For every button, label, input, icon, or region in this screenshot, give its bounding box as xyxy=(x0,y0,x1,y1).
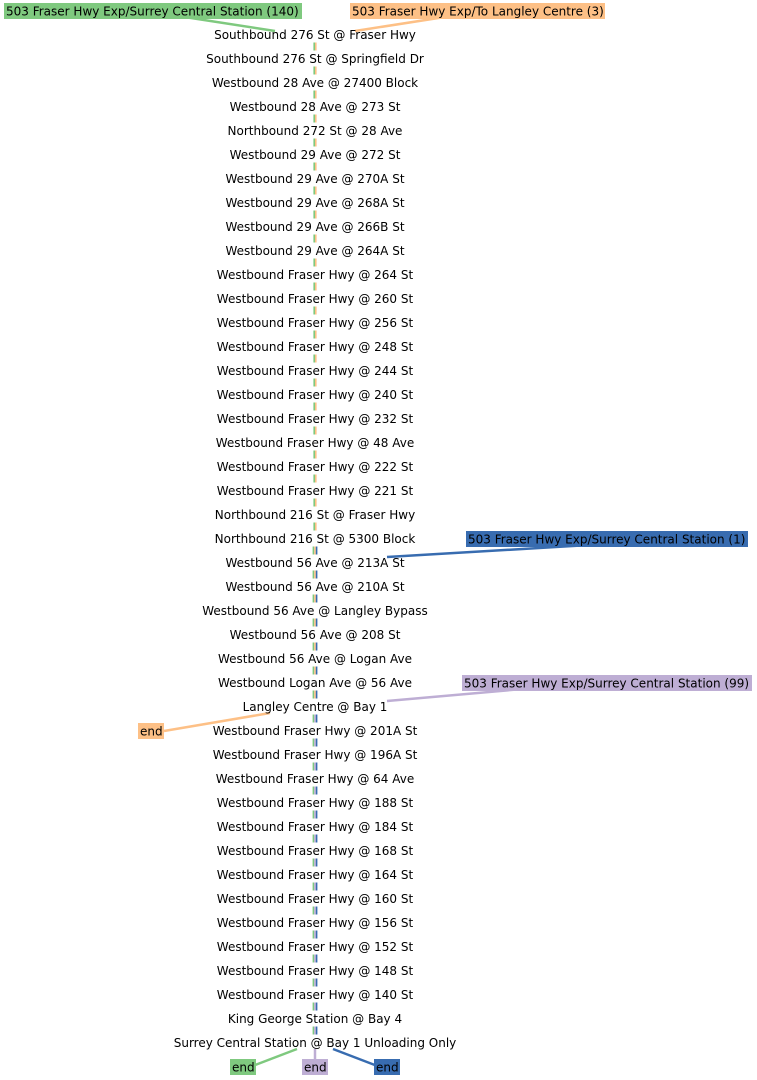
stop-label: Westbound 29 Ave @ 268A St xyxy=(225,196,404,210)
blue-end-edge xyxy=(332,1047,381,1069)
stop-label: Westbound Logan Ave @ 56 Ave xyxy=(218,676,412,690)
end-label-blue: end xyxy=(376,1061,399,1075)
stop-label: Westbound 28 Ave @ 273 St xyxy=(230,100,401,114)
stop-label: Westbound Fraser Hwy @ 156 St xyxy=(217,916,414,930)
stop-label: Westbound Fraser Hwy @ 244 St xyxy=(217,364,414,378)
stop-label: Westbound Fraser Hwy @ 248 St xyxy=(217,340,414,354)
stop-label: Westbound Fraser Hwy @ 260 St xyxy=(217,292,414,306)
stop-label: Westbound 29 Ave @ 272 St xyxy=(230,148,401,162)
route-label-bg-green xyxy=(4,3,302,19)
stop-label: Westbound Fraser Hwy @ 140 St xyxy=(217,988,414,1002)
end-label-bg-orange xyxy=(138,723,164,739)
stop-label: Westbound Fraser Hwy @ 152 St xyxy=(217,940,414,954)
green-end-edge xyxy=(249,1047,298,1069)
stop-label: Westbound 56 Ave @ 210A St xyxy=(225,580,404,594)
stop-label: Westbound Fraser Hwy @ 64 Ave xyxy=(216,772,414,786)
route-labels: 503 Fraser Hwy Exp/Surrey Central Statio… xyxy=(4,3,752,691)
end-label-bg-green xyxy=(230,1059,256,1075)
route-label-purple: 503 Fraser Hwy Exp/Surrey Central Statio… xyxy=(464,677,749,691)
stop-label: Westbound Fraser Hwy @ 222 St xyxy=(217,460,414,474)
stop-label: Westbound 29 Ave @ 270A St xyxy=(225,172,404,186)
stop-label: Westbound 29 Ave @ 266B St xyxy=(225,220,404,234)
route-label-orange: 503 Fraser Hwy Exp/To Langley Centre (3) xyxy=(352,5,604,19)
stop-label: Westbound Fraser Hwy @ 240 St xyxy=(217,388,414,402)
stop-label: Westbound Fraser Hwy @ 160 St xyxy=(217,892,414,906)
route-label-blue: 503 Fraser Hwy Exp/Surrey Central Statio… xyxy=(468,533,745,547)
orange-end-edge xyxy=(163,711,271,733)
end-labels: end end end end xyxy=(138,723,400,1075)
end-label-bg-blue xyxy=(374,1059,400,1075)
end-label-purple: end xyxy=(304,1061,327,1075)
route-label-green: 503 Fraser Hwy Exp/Surrey Central Statio… xyxy=(6,5,299,19)
stop-label: Northbound 272 St @ 28 Ave xyxy=(228,124,403,138)
stop-label: Westbound 56 Ave @ 213A St xyxy=(225,556,404,570)
stop-label: Westbound Fraser Hwy @ 232 St xyxy=(217,412,414,426)
stop-label: Westbound 56 Ave @ Langley Bypass xyxy=(202,604,428,618)
stop-label: Southbound 276 St @ Springfield Dr xyxy=(206,52,424,66)
stop-label: Westbound Fraser Hwy @ 221 St xyxy=(217,484,414,498)
stop-label: Westbound 28 Ave @ 27400 Block xyxy=(212,76,418,90)
stop-label: King George Station @ Bay 4 xyxy=(228,1012,402,1026)
stop-label: Westbound Fraser Hwy @ 148 St xyxy=(217,964,414,978)
stop-label: Southbound 276 St @ Fraser Hwy xyxy=(214,28,416,42)
stop-label: Westbound Fraser Hwy @ 164 St xyxy=(217,868,414,882)
end-label-green: end xyxy=(232,1061,255,1075)
stop-label: Langley Centre @ Bay 1 xyxy=(243,700,388,714)
stop-label: Westbound Fraser Hwy @ 256 St xyxy=(217,316,414,330)
stop-label: Northbound 216 St @ 5300 Block xyxy=(215,532,416,546)
stop-label: Westbound Fraser Hwy @ 168 St xyxy=(217,844,414,858)
stop-label: Surrey Central Station @ Bay 1 Unloading… xyxy=(174,1036,457,1050)
stop-label: Westbound Fraser Hwy @ 201A St xyxy=(213,724,418,738)
end-label-orange: end xyxy=(140,725,163,739)
stop-segments xyxy=(312,42,318,1035)
stop-label: Westbound 29 Ave @ 264A St xyxy=(225,244,404,258)
route-label-bg-blue xyxy=(466,531,748,547)
stop-labels: Southbound 276 St @ Fraser HwySouthbound… xyxy=(174,28,457,1050)
route-label-bg-purple xyxy=(462,675,752,691)
route-label-bg-orange xyxy=(350,3,605,19)
stop-label: Westbound Fraser Hwy @ 184 St xyxy=(217,820,414,834)
stop-label: Westbound Fraser Hwy @ 188 St xyxy=(217,796,414,810)
stop-label: Northbound 216 St @ Fraser Hwy xyxy=(215,508,415,522)
stop-label: Westbound Fraser Hwy @ 264 St xyxy=(217,268,414,282)
stop-label: Westbound Fraser Hwy @ 196A St xyxy=(213,748,418,762)
stop-label: Westbound 56 Ave @ 208 St xyxy=(230,628,401,642)
stop-label: Westbound Fraser Hwy @ 48 Ave xyxy=(216,436,414,450)
end-label-bg-purple xyxy=(302,1059,328,1075)
stop-label: Westbound 56 Ave @ Logan Ave xyxy=(218,652,412,666)
